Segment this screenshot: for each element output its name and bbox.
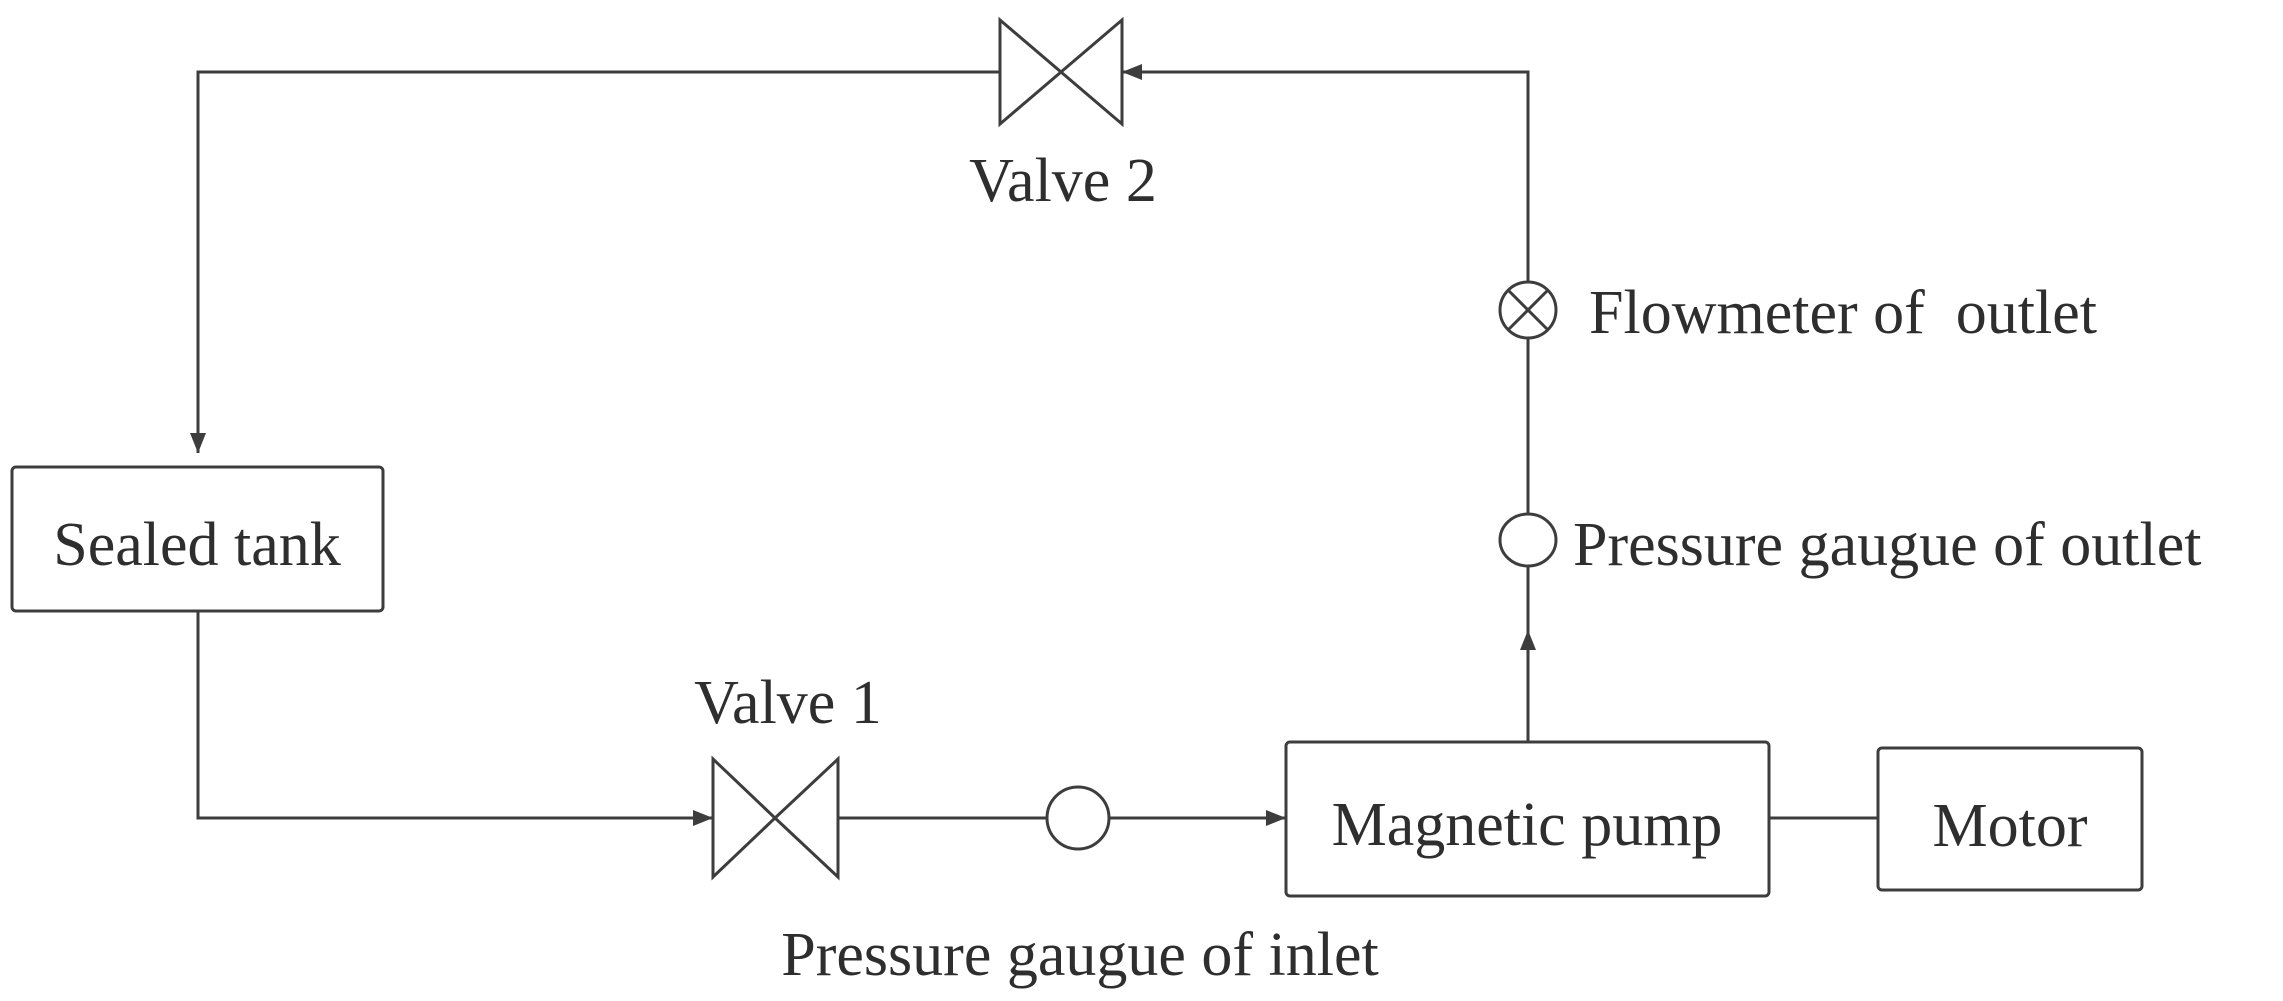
pressure-inlet-label: Pressure gaugue of inlet xyxy=(781,921,1378,989)
motor-box xyxy=(1876,746,2144,892)
motor-label: Motor xyxy=(1933,792,2088,860)
sealed-tank-label: Sealed tank xyxy=(53,511,341,579)
valve-1-label: Valve 1 xyxy=(694,669,882,737)
flowmeter-outlet-label: Flowmeter of outlet xyxy=(1589,279,2097,347)
flow-arrow-up-from-pump xyxy=(1520,630,1536,650)
magnetic-pump-label: Magnetic pump xyxy=(1332,791,1723,859)
pressure-gauge-outlet-icon xyxy=(1498,512,1558,568)
pressure-gauge-inlet-icon xyxy=(1045,785,1111,851)
pipe-tank-to-valve1 xyxy=(196,611,713,820)
pipe-top-left xyxy=(196,70,1000,453)
valve-2-symbol xyxy=(998,16,1124,128)
pressure-outlet-label: Pressure gaugue of outlet xyxy=(1573,511,2201,579)
valve-1-symbol xyxy=(711,755,840,881)
sealed-tank-box xyxy=(10,465,385,613)
pipe-top-right xyxy=(1122,70,1530,283)
flow-arrow-into-valve2 xyxy=(1122,64,1142,80)
flow-arrow-into-tank xyxy=(190,433,206,453)
magnetic-pump-box xyxy=(1284,740,1771,898)
valve-2-label: Valve 2 xyxy=(969,147,1157,215)
flowmeter-icon xyxy=(1498,280,1558,340)
flow-arrow-into-pump xyxy=(1266,810,1286,826)
flow-arrow-into-valve1 xyxy=(693,810,713,826)
